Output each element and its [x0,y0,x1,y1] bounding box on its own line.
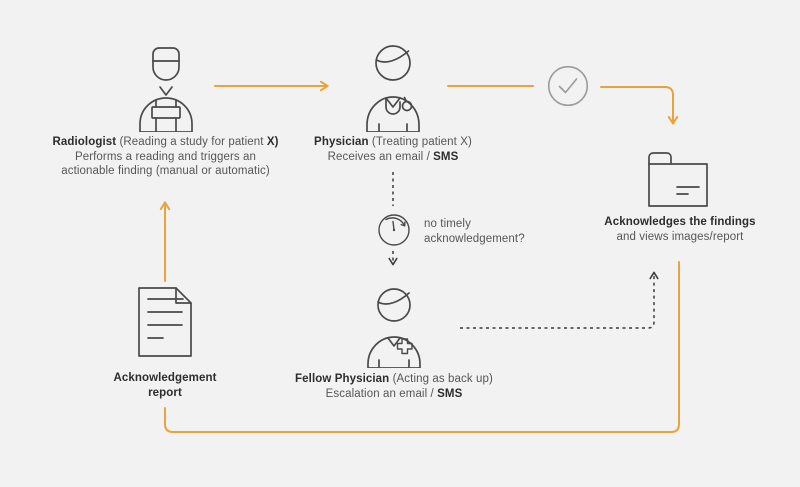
radiologist-caption-line2: Performs a reading and triggers an [74,150,257,163]
physician-icon [366,45,420,132]
radiologist-caption-line1: Radiologist (Reading a study for patient… [52,136,279,148]
fellow-caption: Fellow Physician (Acting as back up) Esc… [284,372,504,401]
dashed-arrow-fellow-to-folder [460,271,659,329]
arrow-check-to-folder [600,86,679,125]
folder-icon [648,152,708,207]
acknowledge-caption-line1: Acknowledges the findings [604,216,756,228]
clock-timer-icon [378,214,410,246]
check-circle-icon [547,65,589,107]
fellow-caption-line2: Escalation an email / SMS [325,387,463,400]
timer-caption: no timely acknowledgement? [424,218,525,245]
fellow-physician-icon [367,288,421,368]
acknowledge-caption: Acknowledges the findings and views imag… [592,215,768,244]
physician-caption: Physician (Treating patient X) Receives … [298,135,488,164]
physician-caption-line1: Physician (Treating patient X) [314,136,472,148]
report-document-icon [138,287,192,357]
acknowledge-caption-line2: and views images/report [616,230,744,243]
radiologist-icon [139,47,193,132]
radiologist-caption: Radiologist (Reading a study for patient… [18,135,313,179]
physician-caption-line2: Receives an email / SMS [327,150,459,163]
fellow-caption-line1: Fellow Physician (Acting as back up) [295,373,493,385]
line-folder-loop-to-report [164,261,680,433]
report-caption: Acknowledgement report [113,372,217,399]
radiologist-caption-line3: actionable finding (manual or automatic) [61,165,270,177]
